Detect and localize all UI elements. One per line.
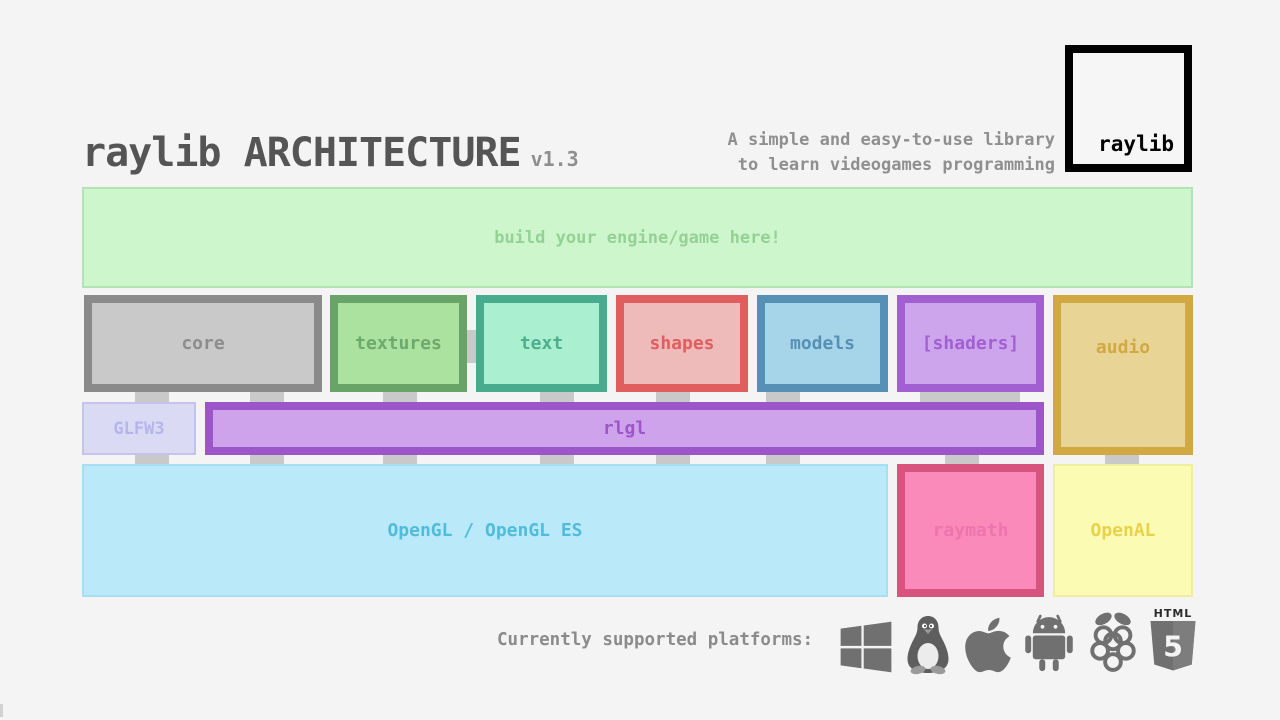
connector xyxy=(945,454,979,466)
module-shapes-label: shapes xyxy=(649,333,715,354)
module-glfw3-label: GLFW3 xyxy=(113,418,165,439)
module-audio: audio xyxy=(1053,295,1193,455)
module-raymath: raymath xyxy=(897,464,1044,597)
module-core-label: core xyxy=(181,333,225,354)
connector xyxy=(656,454,690,466)
version-label: v1.3 xyxy=(530,147,579,171)
connector xyxy=(540,454,574,466)
module-opengl-label: OpenGL / OpenGL ES xyxy=(387,520,583,541)
module-core: core xyxy=(84,295,322,392)
tagline-line-2: to learn videogames programming xyxy=(737,155,1055,175)
svg-text:5: 5 xyxy=(1163,630,1183,663)
title-text: raylib ARCHITECTURE xyxy=(82,130,522,176)
module-openal-label: OpenAL xyxy=(1090,520,1156,541)
module-textures: textures xyxy=(330,295,467,392)
windows-icon xyxy=(837,604,895,676)
module-models-label: models xyxy=(789,333,856,354)
module-textures-label: textures xyxy=(355,333,442,354)
connector xyxy=(656,391,690,404)
module-openal: OpenAL xyxy=(1053,464,1193,597)
connector xyxy=(766,391,800,404)
html5-icon: HTML 5 xyxy=(1149,604,1197,676)
page-title: raylib ARCHITECTURE v1.3 xyxy=(82,130,579,176)
platforms-label: Currently supported platforms: xyxy=(497,630,814,650)
connector xyxy=(383,454,417,466)
connector xyxy=(383,391,417,404)
raylib-logo-text: raylib xyxy=(1098,132,1174,156)
module-shaders: [shaders] xyxy=(897,295,1044,392)
module-text: text xyxy=(476,295,607,392)
module-rlgl: rlgl xyxy=(205,402,1044,455)
module-text-label: text xyxy=(519,333,564,354)
apple-icon xyxy=(962,604,1014,676)
android-icon xyxy=(1022,604,1076,676)
engine-game-label: build your engine/game here! xyxy=(494,227,781,248)
linux-icon xyxy=(903,604,953,676)
connector xyxy=(540,391,574,404)
connector xyxy=(250,391,284,404)
raspberry-pi-icon xyxy=(1085,604,1141,676)
connector xyxy=(1105,454,1139,466)
html5-icon-text: HTML xyxy=(1153,607,1193,620)
edge-artifact xyxy=(0,704,3,717)
module-rlgl-label: rlgl xyxy=(602,418,647,439)
connector xyxy=(766,454,800,466)
platform-icons-row: HTML 5 xyxy=(837,604,1197,676)
connector xyxy=(135,454,169,466)
module-raymath-label: raymath xyxy=(932,520,1009,541)
raylib-logo: raylib xyxy=(1065,45,1192,172)
tagline-line-1: A simple and easy-to-use library xyxy=(727,130,1055,150)
module-shapes: shapes xyxy=(616,295,748,392)
tagline: A simple and easy-to-use library to lear… xyxy=(727,128,1055,178)
module-models: models xyxy=(757,295,888,392)
connector xyxy=(920,391,1020,404)
engine-game-box: build your engine/game here! xyxy=(82,187,1193,288)
module-glfw3: GLFW3 xyxy=(82,402,196,455)
module-audio-label: audio xyxy=(1095,337,1151,358)
module-opengl: OpenGL / OpenGL ES xyxy=(82,464,888,597)
module-shaders-label: [shaders] xyxy=(921,333,1020,354)
connector xyxy=(250,454,284,466)
connector xyxy=(135,391,169,404)
